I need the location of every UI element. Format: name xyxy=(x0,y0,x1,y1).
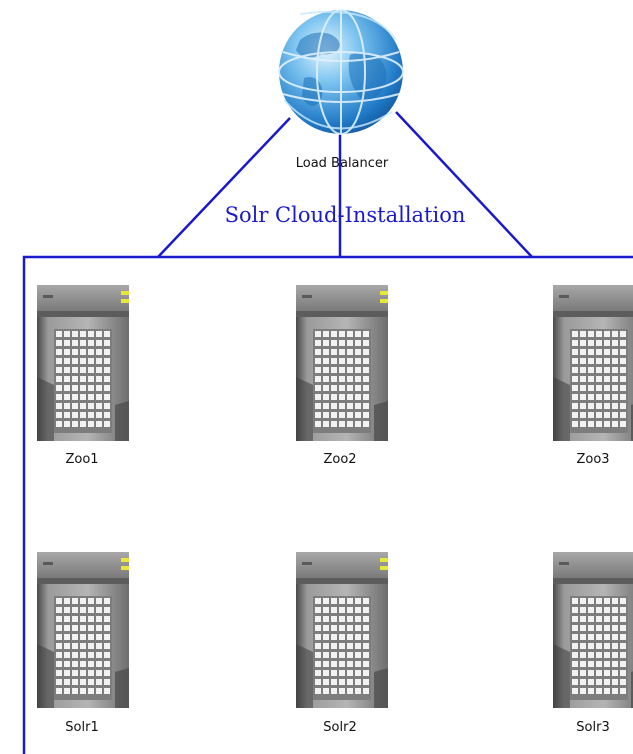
server-label-zoo3: Zoo3 xyxy=(576,452,610,467)
connector-lines xyxy=(157,111,533,258)
server-label-solr1: Solr1 xyxy=(65,720,99,735)
globe-icon xyxy=(278,9,404,135)
server-zoo2-icon xyxy=(296,285,388,441)
server-solr2-icon xyxy=(296,552,388,708)
server-label-zoo1: Zoo1 xyxy=(65,452,99,467)
connector-left xyxy=(157,117,291,258)
server-solr3-icon xyxy=(553,552,633,708)
server-zoo3-icon xyxy=(553,285,633,441)
load-balancer-label: Load Balancer xyxy=(295,156,389,171)
cluster-boundary xyxy=(22,255,633,754)
server-label-solr2: Solr2 xyxy=(323,720,357,735)
connector-right xyxy=(395,111,533,258)
server-zoo1-icon xyxy=(37,285,129,441)
server-label-solr3: Solr3 xyxy=(576,720,610,735)
server-solr1-icon xyxy=(37,552,129,708)
server-label-zoo2: Zoo2 xyxy=(323,452,357,467)
cluster-title: Solr Cloud-Installation xyxy=(224,203,466,227)
